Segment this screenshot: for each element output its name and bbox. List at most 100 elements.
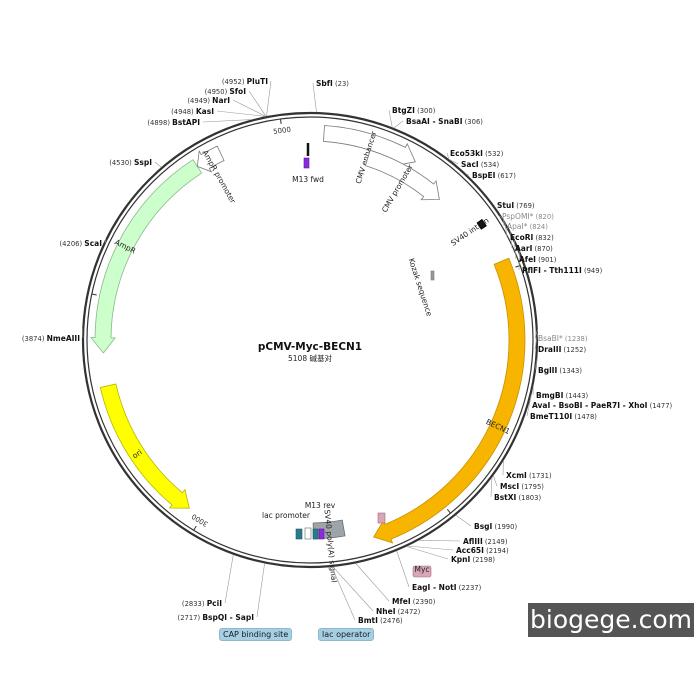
inner-label-kozak-sequence: Kozak sequence xyxy=(407,257,434,318)
site-leader xyxy=(154,161,162,168)
site-leader xyxy=(332,566,374,612)
plasmid-backbone xyxy=(81,111,539,569)
site-afliii: AflIII (2149) xyxy=(463,537,508,546)
tick-label: 3000 xyxy=(190,512,209,528)
site-leader xyxy=(224,554,234,604)
site-bglii: BglII (1343) xyxy=(538,366,582,375)
site-bstapi: (4898) BstAPI xyxy=(147,118,200,127)
site-scai: (4206) ScaI xyxy=(60,239,103,248)
site-leader xyxy=(355,563,390,602)
site-leader xyxy=(312,82,317,113)
site-leader xyxy=(407,545,454,551)
tick-mark xyxy=(91,293,97,296)
site-avai-bsobi-paer7i-xhoi: AvaI - BsoBI - PaeR7I - XhoI (1477) xyxy=(532,401,673,410)
site-bmet110i: BmeT110I (1478) xyxy=(530,412,597,421)
site-leader-lines xyxy=(82,80,539,621)
inner-label-m13-fwd: M13 fwd xyxy=(292,175,324,184)
site-leader xyxy=(498,215,504,219)
site-leader xyxy=(509,230,513,249)
feature-becn1 xyxy=(373,257,526,544)
feature-ampr xyxy=(90,159,203,354)
site-leader xyxy=(455,515,472,527)
site-kasi: (4948) KasI xyxy=(171,107,214,116)
site-leader xyxy=(256,563,265,618)
site-leader xyxy=(248,90,267,117)
site-stui: StuI (769) xyxy=(497,201,535,210)
site-leader xyxy=(202,119,252,123)
lac-operator-marker xyxy=(312,528,319,540)
inner-label-lac-promoter: lac promoter xyxy=(262,511,311,520)
site-leader xyxy=(266,80,272,117)
site-leader xyxy=(513,238,517,260)
lac-promoter-marker xyxy=(304,527,312,540)
site-leader xyxy=(518,250,520,271)
m13-rev-marker xyxy=(318,528,325,540)
site-apai-: ApaI* (824) xyxy=(507,222,548,231)
site-leader xyxy=(493,204,496,207)
tick-mark xyxy=(279,118,282,124)
site-ecori: EcoRI (832) xyxy=(510,233,554,242)
site-pflfi-tth111i: PflFI - Tth111I (949) xyxy=(522,266,603,275)
site-saci: SacI (534) xyxy=(461,160,499,169)
site-sfoi: (4950) SfoI xyxy=(205,87,247,96)
site-msci: MscI (1795) xyxy=(500,482,544,491)
site-leader xyxy=(418,539,461,542)
site-nmeaiii: (3874) NmeAIII xyxy=(22,334,80,343)
myc-tag xyxy=(412,565,432,578)
site-afei: AfeI (901) xyxy=(519,255,557,264)
site-bsabi-: BsaBI* (1238) xyxy=(538,334,588,343)
watermark: biogege.com xyxy=(528,603,694,637)
tick-mark xyxy=(193,525,197,531)
feature-ampr-promoter xyxy=(196,145,225,173)
site-bstxi: BstXI (1803) xyxy=(494,493,541,502)
small-markers xyxy=(295,143,435,578)
site-leader xyxy=(534,332,539,350)
inner-label-myc: Myc xyxy=(414,565,429,574)
backbone-outer xyxy=(81,111,539,569)
site-bspqi-sapi: (2717) BspQI - SapI xyxy=(178,613,255,622)
site-leader xyxy=(388,109,393,128)
site-draiii: DraIII (1252) xyxy=(538,345,586,354)
site-leader xyxy=(396,550,410,588)
site-leader xyxy=(526,395,532,417)
feature-cmv-enhancer xyxy=(323,125,416,166)
site-leader xyxy=(490,477,493,498)
site-btgzi: BtgZI (300) xyxy=(392,106,436,115)
site-xcmi: XcmI (1731) xyxy=(506,471,552,480)
site-sbfi: SbfI (23) xyxy=(316,79,349,88)
site-mfei: MfeI (2390) xyxy=(392,597,436,606)
site-leader xyxy=(534,328,539,339)
plasmid-name: pCMV-Myc-BECN1 xyxy=(258,341,362,353)
site-eagi-noti: EagI - NotI (2237) xyxy=(412,583,482,592)
plasmid-size: 5108 碱基对 xyxy=(288,353,332,363)
backbone-inner xyxy=(86,116,534,564)
site-leader xyxy=(406,546,449,560)
site-pspomi-: PspOMI* (820) xyxy=(502,212,554,221)
site-bmgbi: BmgBI (1443) xyxy=(536,391,589,400)
site-pluti: (4952) PluTI xyxy=(222,77,268,86)
site-bmti: BmtI (2476) xyxy=(358,616,403,625)
restriction-sites: SbfI (23) BtgZI (300) BsaAI - SnaBI (306) E… xyxy=(22,77,673,625)
site-leader xyxy=(104,238,107,244)
m13-fwd-marker xyxy=(303,157,310,169)
site-bsaai-snabi: BsaAI - SnaBI (306) xyxy=(406,117,483,126)
site-bsgi: BsgI (1990) xyxy=(474,522,517,531)
site-bspei: BspEI (617) xyxy=(472,171,516,180)
tick-label: 5000 xyxy=(273,126,292,136)
site-leader xyxy=(492,475,498,487)
site-aari: AarI (870) xyxy=(515,244,553,253)
site-eco53ki: Eco53kI (532) xyxy=(450,149,504,158)
site-nari: (4949) NarI xyxy=(187,96,230,105)
feature-sv40-intron xyxy=(476,218,487,230)
site-nhei: NheI (2472) xyxy=(376,607,421,616)
site-kpni: KpnI (2198) xyxy=(451,555,495,564)
site-leader xyxy=(393,120,404,129)
inner-label-m13-rev: M13 rev xyxy=(305,501,336,510)
site-pcii: (2833) PciI xyxy=(182,599,222,608)
site-sspi: (4530) SspI xyxy=(109,158,152,167)
feature-label: SV40 poly(A) signal xyxy=(323,509,339,583)
cap-binding-site-badge: CAP binding site xyxy=(219,628,293,641)
site-leader xyxy=(446,152,450,160)
kozak-marker xyxy=(430,270,435,281)
